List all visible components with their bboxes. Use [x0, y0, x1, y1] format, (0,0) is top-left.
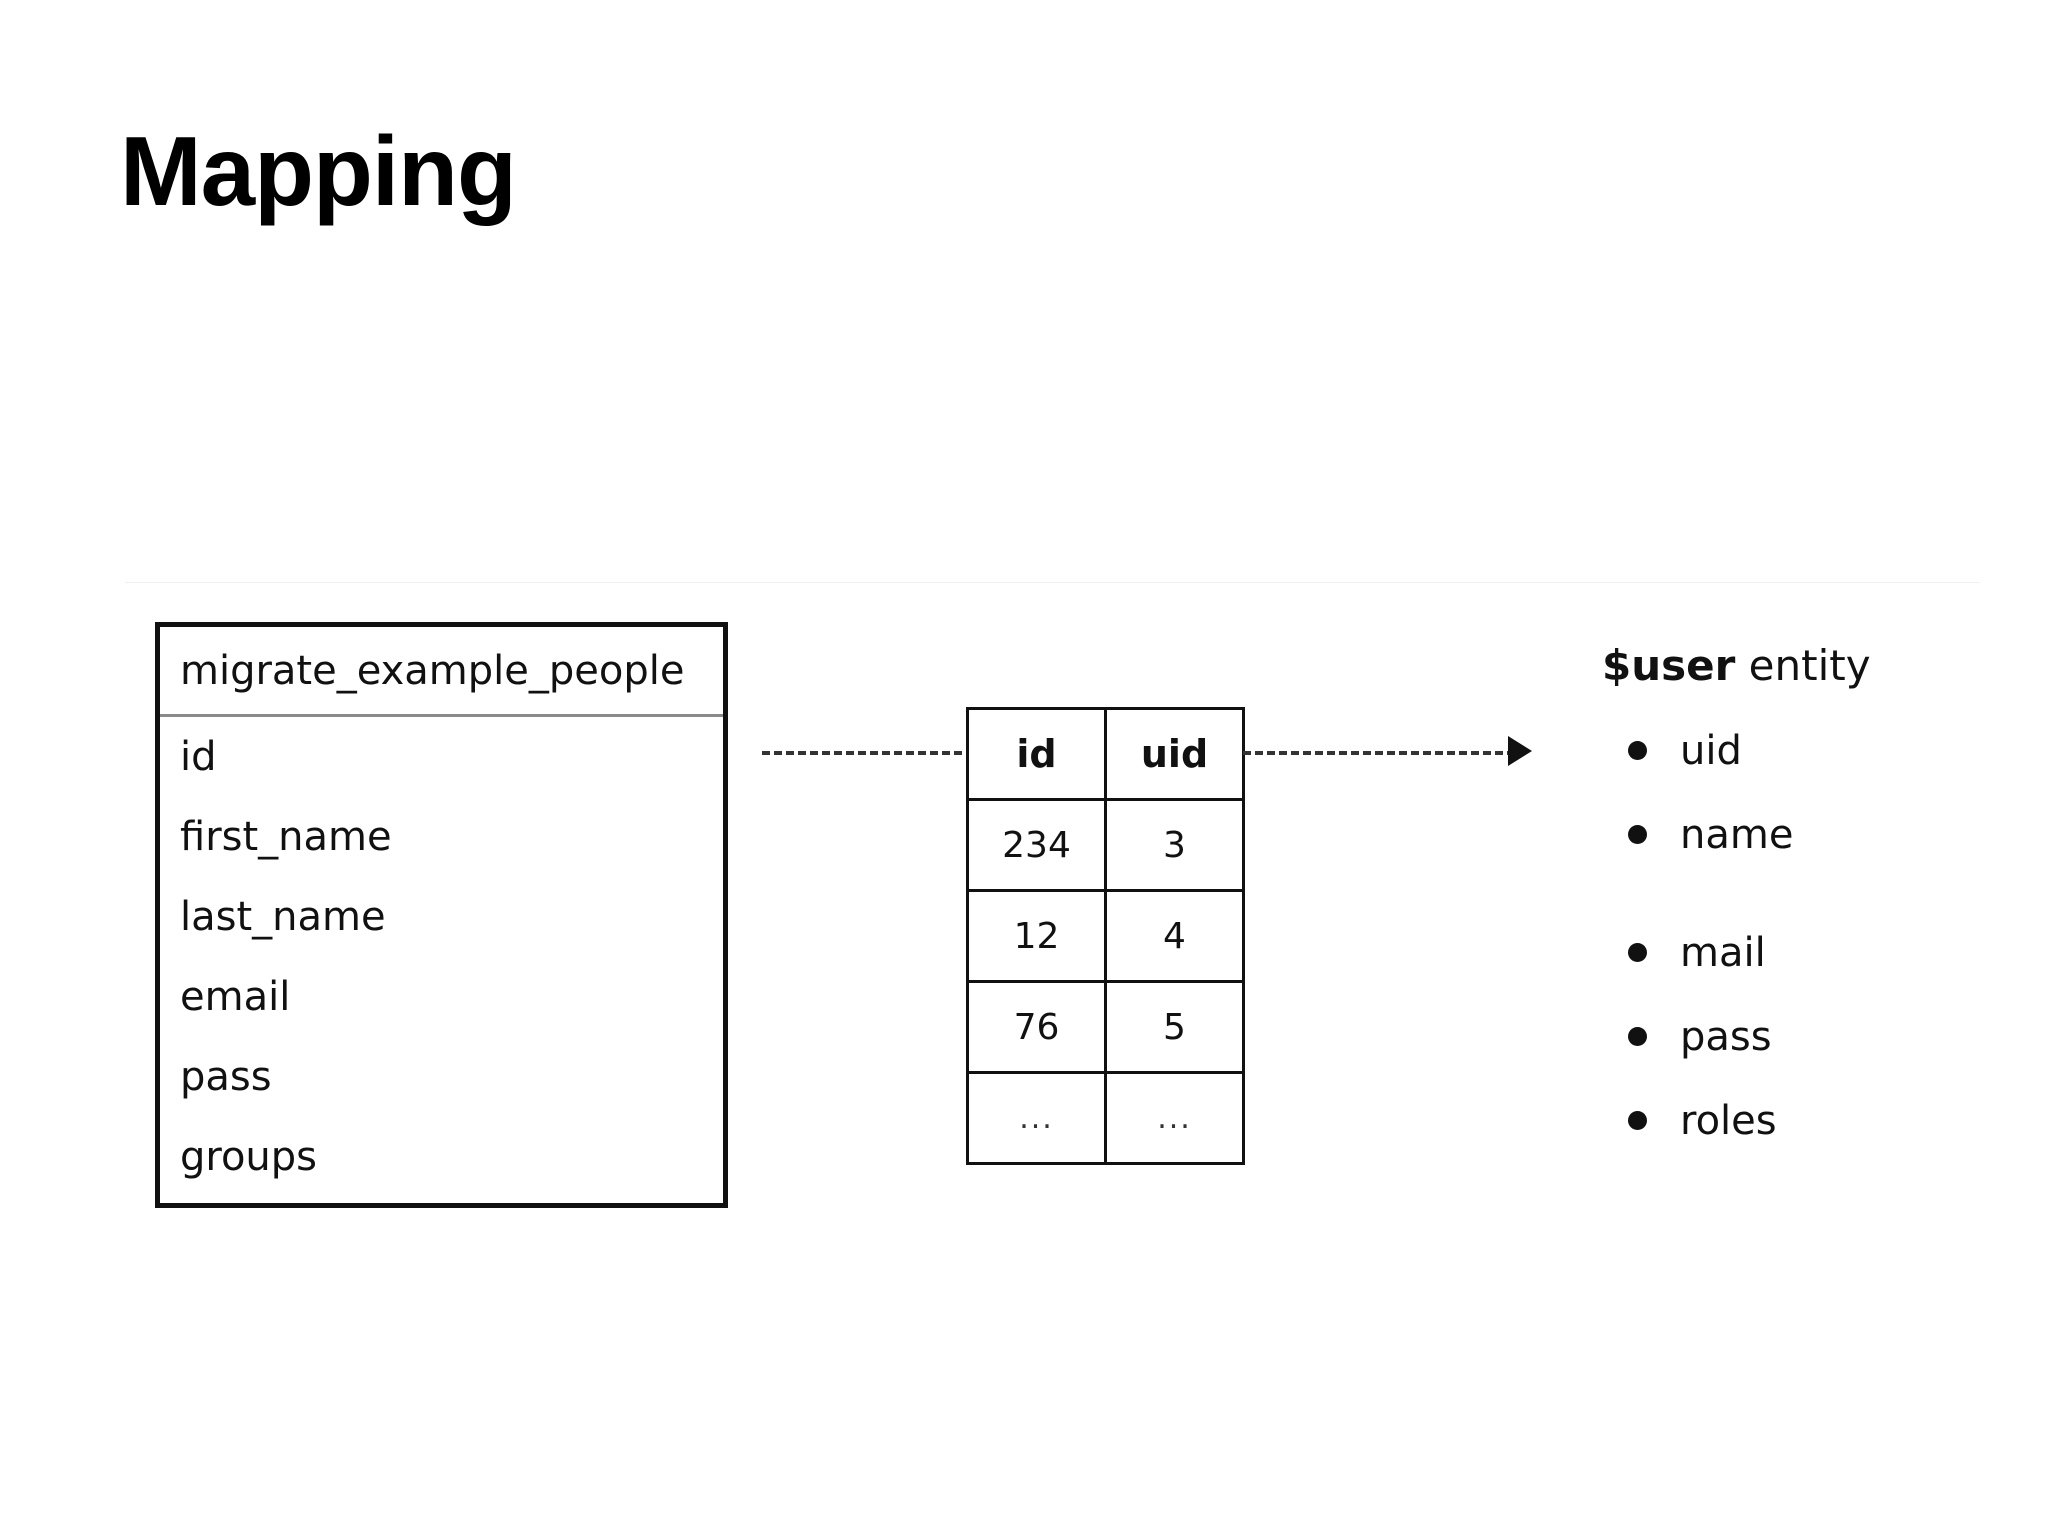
target-entity-variable: $user — [1602, 641, 1736, 690]
target-entity-title: $user entity — [1602, 645, 2022, 687]
source-field: first_name — [180, 814, 392, 860]
id-map-table: id uid 234 3 12 4 76 5 ... ... — [966, 707, 1245, 1165]
table-row: ... ... — [966, 1071, 1245, 1165]
connector-dashed-left — [762, 751, 962, 755]
target-field-label: roles — [1680, 1098, 1777, 1144]
list-item: pass — [1602, 1017, 2022, 1057]
source-field: groups — [180, 1134, 318, 1180]
source-field: pass — [180, 1054, 272, 1100]
target-field-label: mail — [1680, 930, 1766, 976]
target-field-label: uid — [1680, 728, 1742, 774]
cell-uid: 4 — [1104, 889, 1245, 983]
bullet-icon — [1628, 943, 1647, 962]
cell-id: 12 — [966, 889, 1107, 983]
source-field: id — [180, 734, 217, 780]
table-row: 234 3 — [966, 798, 1245, 892]
source-entity-header: migrate_example_people — [160, 627, 723, 717]
source-entity-box: migrate_example_people id first_name las… — [155, 622, 728, 1208]
cell-id: 76 — [966, 980, 1107, 1074]
cell-id: 234 — [966, 798, 1107, 892]
list-item: mail — [1602, 933, 2022, 973]
arrowhead-icon — [1508, 736, 1532, 766]
table-row: 76 5 — [966, 980, 1245, 1074]
bullet-icon — [1628, 1111, 1647, 1130]
source-entity-field-list: id first_name last_name email pass group… — [160, 717, 723, 1203]
target-entity-field-list: uid name mail pass roles — [1602, 731, 2022, 1141]
cell-id: ... — [966, 1071, 1107, 1165]
table-header-row: id uid — [966, 707, 1245, 801]
target-field-label: pass — [1680, 1014, 1772, 1060]
source-field: email — [180, 974, 291, 1020]
page-title: Mapping — [120, 116, 517, 226]
connector-dashed-right — [1243, 751, 1515, 755]
column-header-id: id — [966, 707, 1107, 801]
bullet-icon — [1628, 741, 1647, 760]
list-item: uid — [1602, 731, 2022, 771]
cell-uid: ... — [1104, 1071, 1245, 1165]
hairline-divider — [125, 582, 1980, 583]
source-table-name: migrate_example_people — [180, 647, 685, 694]
list-item: roles — [1602, 1101, 2022, 1141]
cell-uid: 5 — [1104, 980, 1245, 1074]
cell-uid: 3 — [1104, 798, 1245, 892]
target-entity-title-suffix: entity — [1735, 641, 1871, 690]
target-entity-block: $user entity uid name mail pass roles — [1602, 645, 2022, 1142]
column-header-uid: uid — [1104, 707, 1245, 801]
source-field: last_name — [180, 894, 386, 940]
bullet-icon — [1628, 825, 1647, 844]
list-item: name — [1602, 815, 2022, 855]
bullet-icon — [1628, 1027, 1647, 1046]
table-row: 12 4 — [966, 889, 1245, 983]
target-field-label: name — [1680, 812, 1794, 858]
